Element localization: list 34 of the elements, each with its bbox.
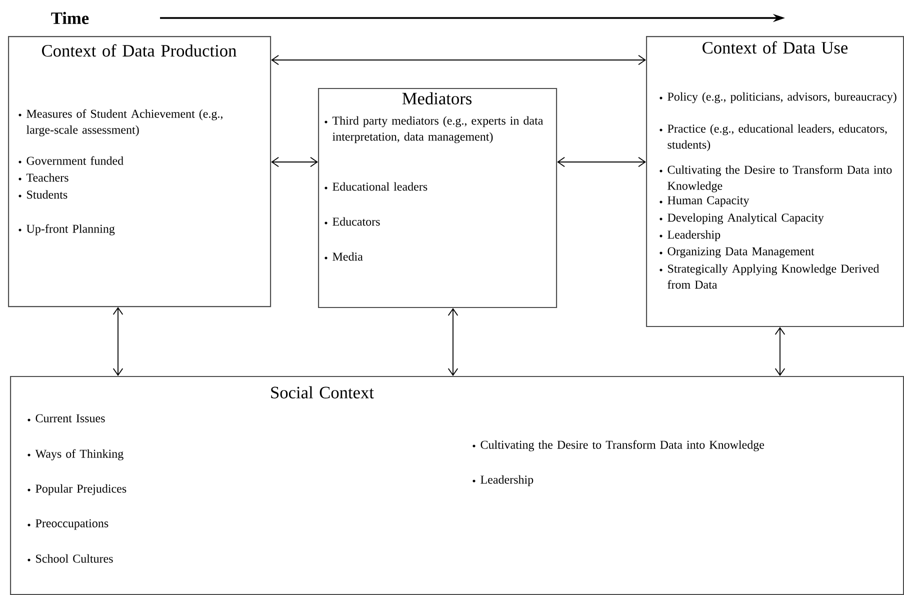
bullet-item: Teachers [18,173,68,182]
bullet-item: Students [18,190,68,199]
arrow [774,327,786,376]
bullet-item: Ways of Thinking [28,449,124,460]
bullet-item: Measures of Student Achievement (e.g., large-scale assessment) [18,109,222,136]
arrow [112,307,124,376]
bullet-item: Preoccupations [28,519,108,530]
bullet-item: Strategically Applying Knowledge Derived from Data [660,264,880,289]
arrow [448,308,458,376]
bullet-item: Cultivating the Desire to Transform Data into Knowledge [660,165,892,192]
bullet-item: Educators [324,217,380,226]
box-heading: Mediators [402,92,472,104]
arrow [271,156,318,168]
bullet-item: Practice (e.g., educational leaders, educators, students) [660,124,887,152]
arrow [271,54,646,66]
bullet-item: School Cultures [28,554,113,563]
bullet-item: Government funded [18,156,124,165]
bullet-item: Third party mediators (e.g., experts in data interpretation, data management) [324,116,544,144]
box-heading: Context of Data Production [42,44,236,57]
box-heading: Context of Data Use [702,41,848,54]
box-heading: Social Context [271,386,374,398]
bullet-item: Up-front Planning [18,224,115,236]
bullet-item: Popular Prejudices [28,484,126,496]
bullet-item: Human Capacity [660,196,750,207]
bullet-item: Educational leaders [324,182,428,191]
bullet-item: Organizing Data Management [660,247,814,258]
bullet-item: Media [324,252,363,261]
bullet-item: Leadership [660,230,720,242]
bullet-item: Leadership [472,475,534,486]
bullet-item: Current Issues [28,414,105,422]
bullet-item: Developing Analytical Capacity [660,213,824,224]
bullet-item: Policy (e.g., politicians, advisors, bureaucracy) [660,92,896,104]
bullet-item: Cultivating the Desire to Transform Data into Knowledge [472,440,764,452]
arrow [557,156,646,168]
